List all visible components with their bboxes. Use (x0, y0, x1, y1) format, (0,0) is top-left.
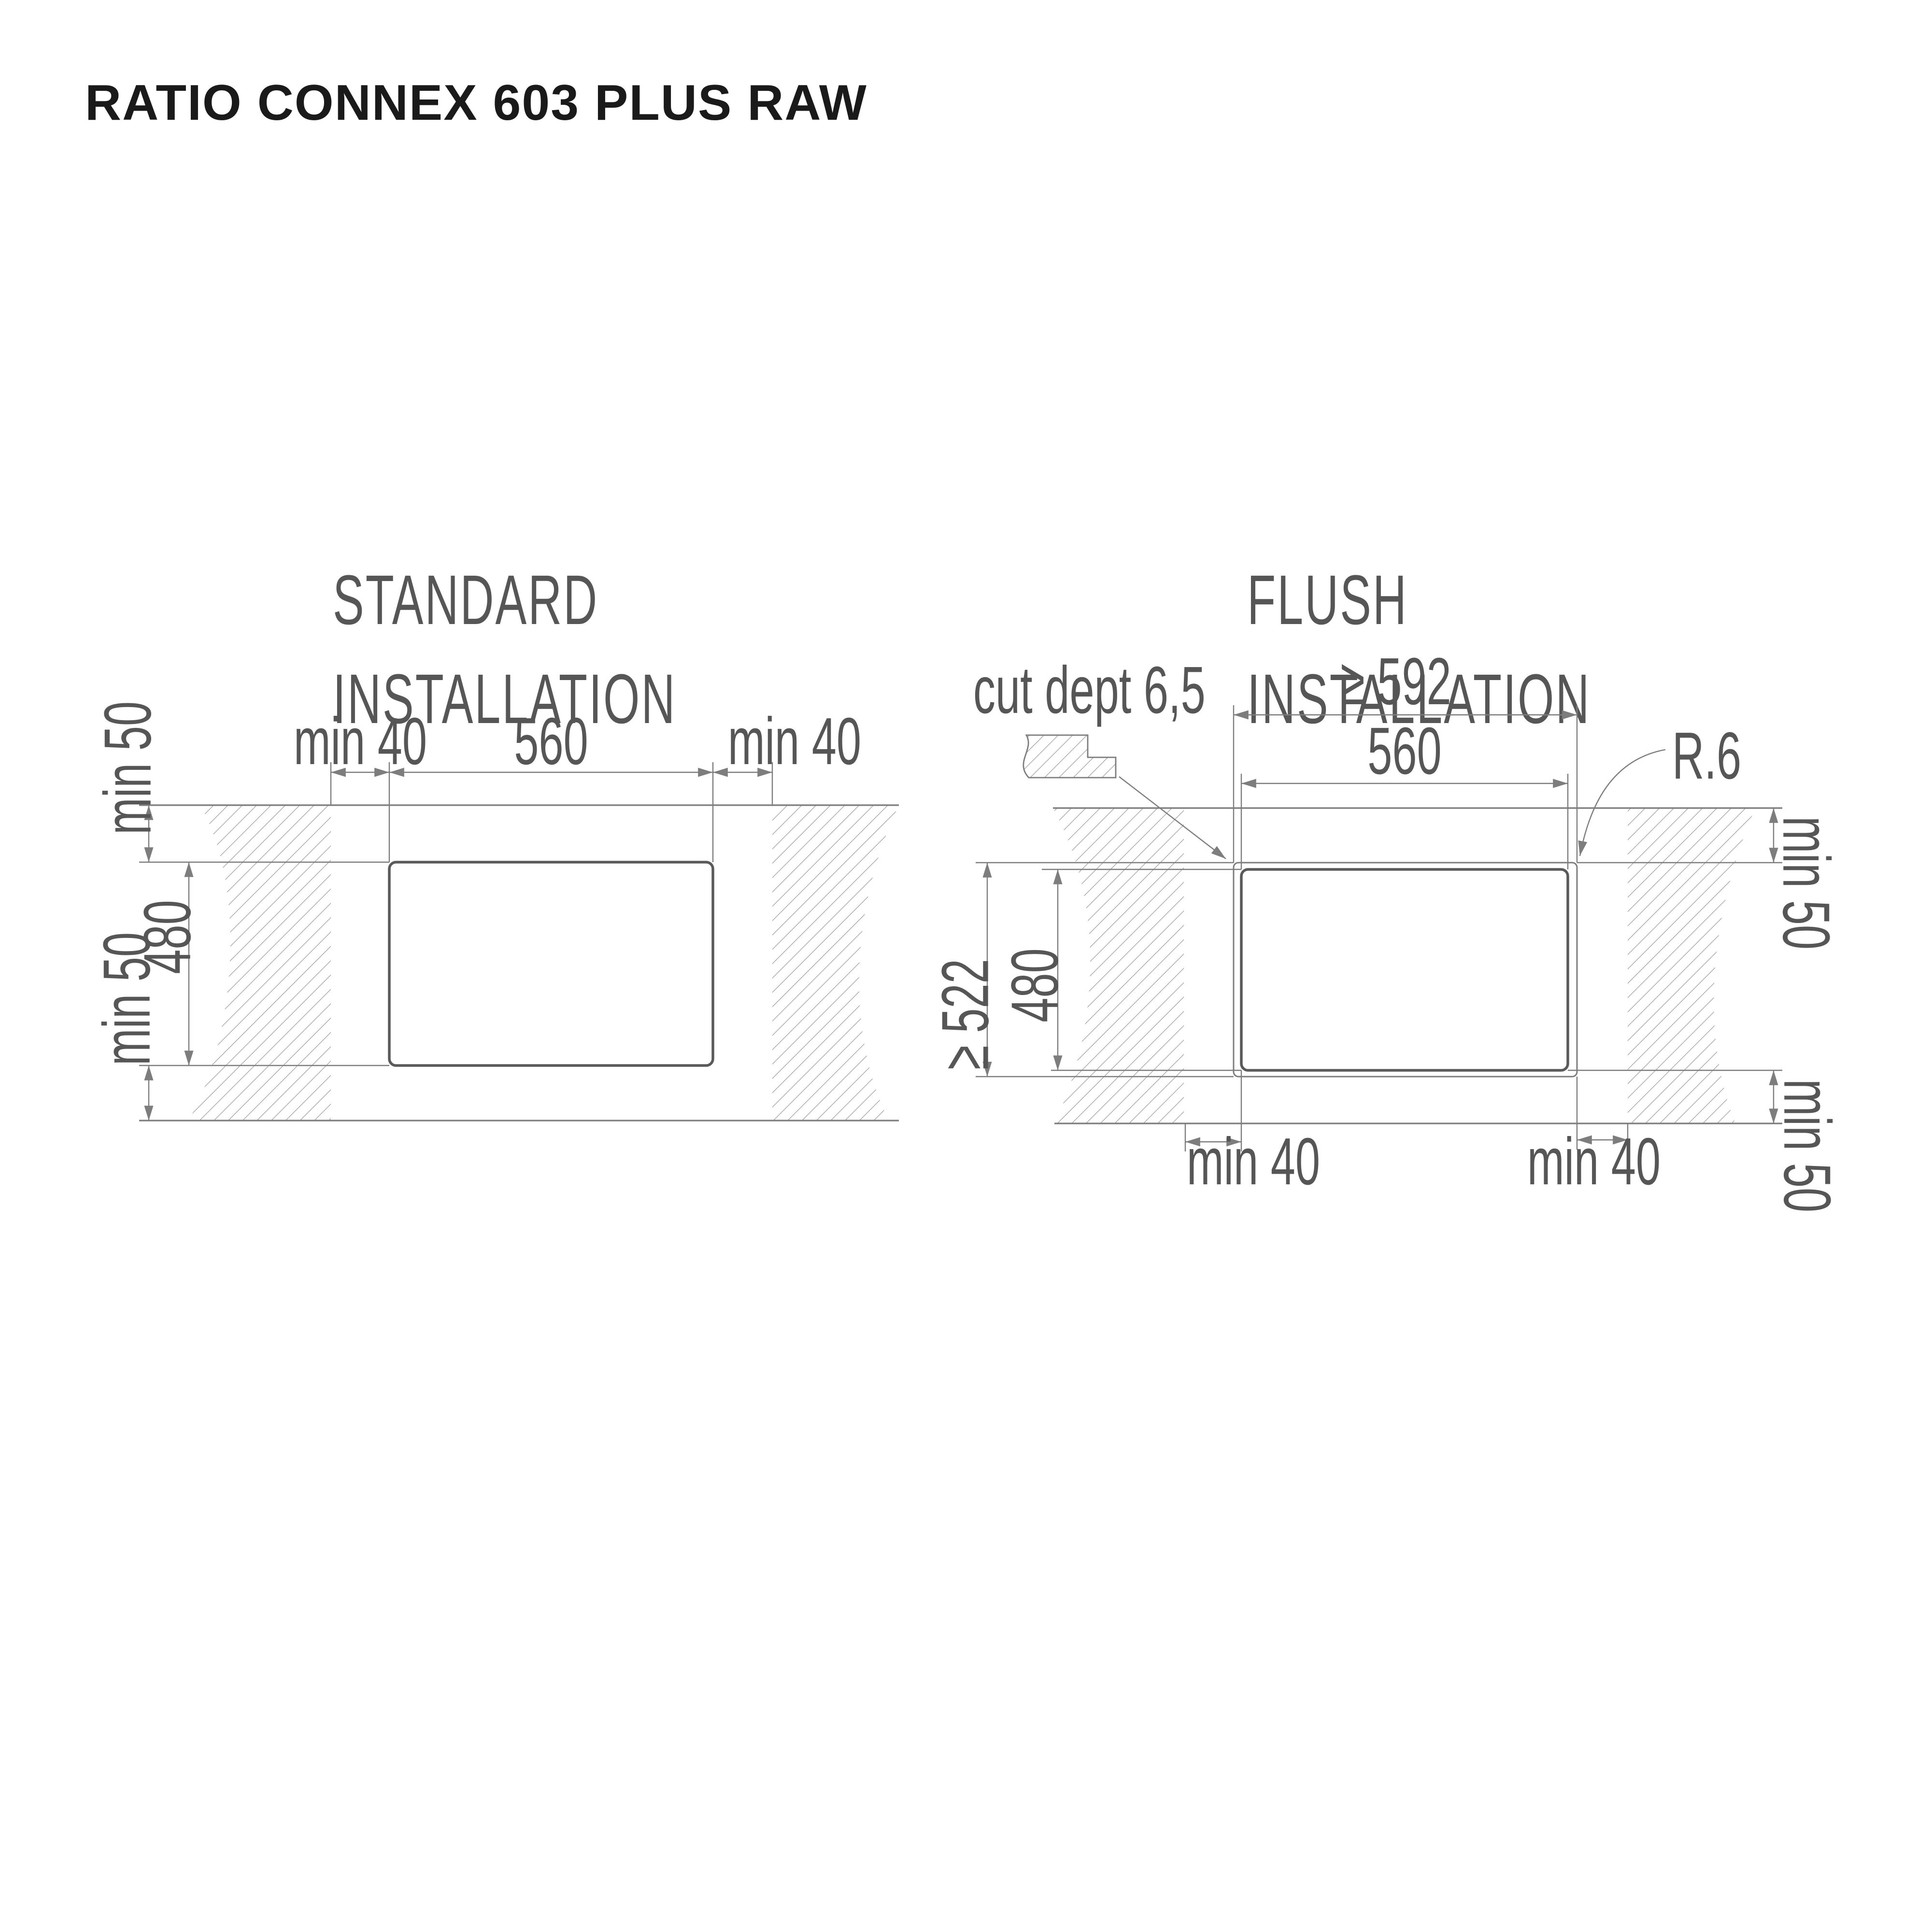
flush-radius-label: R.6 (1672, 718, 1741, 793)
flush-hatch-band-left (1053, 808, 1184, 1123)
flush-dimension-lines (982, 710, 1778, 1147)
radius-leader-arrow (1578, 749, 1666, 856)
standard-dimension-lines (144, 767, 773, 1121)
flush-cutout-rect (1240, 868, 1569, 1072)
flush-dim-480: 480 (997, 948, 1072, 1022)
cut-depth-detail-icon (1023, 734, 1117, 779)
standard-dim-min50-bottom: min 50 (89, 932, 164, 1065)
flush-extension-lines (976, 705, 1782, 1151)
cut-depth-leader-arrow (1119, 776, 1226, 859)
flush-dim-min40-left: min 40 (1187, 1124, 1320, 1198)
standard-title-line2: INSTALLATION (333, 660, 676, 738)
flush-dim-522: ≥ 522 (928, 959, 1002, 1070)
standard-installation-diagram: STANDARD INSTALLATION min 4 (89, 561, 899, 1122)
standard-hatch-band-right (772, 805, 899, 1121)
flush-dim-592: ≥ 592 (1340, 644, 1451, 718)
flush-recess-rect (1233, 862, 1578, 1078)
flush-dim-min50-top: min 50 (1769, 816, 1844, 950)
standard-hatch-band-left (188, 805, 331, 1121)
flush-dim-min40-right: min 40 (1527, 1124, 1661, 1198)
flush-cut-depth-label: cut dept 6,5 (973, 653, 1206, 727)
flush-title-line2: INSTALLATION (1247, 660, 1591, 738)
flush-hatch-band-right (1628, 808, 1755, 1123)
standard-dim-min40-left: min 40 (294, 704, 427, 778)
standard-cutout-rect (388, 861, 714, 1067)
page-title: RATIO CONNEX 603 PLUS RAW (85, 75, 867, 131)
flush-dim-560: 560 (1367, 713, 1441, 788)
flush-title-line1: FLUSH (1247, 561, 1408, 639)
standard-dim-560: 560 (514, 704, 588, 778)
standard-dim-min50-top: min 50 (90, 701, 165, 835)
standard-dim-480: 480 (130, 900, 204, 974)
flush-installation-diagram: FLUSH INSTALLATION (928, 561, 1845, 1212)
standard-title-line1: STANDARD (333, 561, 598, 639)
standard-dim-min40-right: min 40 (728, 704, 861, 778)
flush-dim-min50-bottom: min 50 (1770, 1079, 1845, 1212)
